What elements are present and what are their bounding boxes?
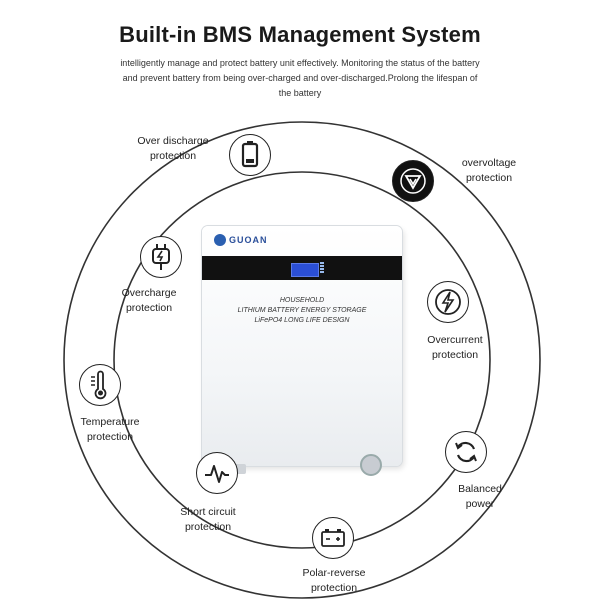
feature-label-short-circuit: Short circuit protection bbox=[180, 506, 236, 533]
feature-label-overcharge: Overcharge protection bbox=[121, 287, 177, 314]
feature-label-balanced-power: Balanced power bbox=[458, 483, 502, 510]
battery-lcd-screen bbox=[291, 263, 319, 277]
battery-wheel-right bbox=[360, 454, 382, 476]
feature-label-over-discharge: Over discharge protection bbox=[137, 135, 209, 162]
outer-ring bbox=[63, 121, 541, 599]
battery-low-icon bbox=[229, 134, 271, 176]
brand-name: GUOAN bbox=[229, 235, 268, 245]
refresh-icon bbox=[445, 431, 487, 473]
thermometer-icon bbox=[79, 364, 121, 406]
feature-label-temperature: Temperature protection bbox=[80, 416, 140, 443]
lightning-icon bbox=[427, 281, 469, 323]
page-title: Built-in BMS Management System bbox=[119, 22, 481, 47]
description-line-2: and prevent battery from being over-char… bbox=[122, 73, 478, 83]
battery-terminal-icon bbox=[312, 517, 354, 559]
voltage-triangle-icon bbox=[392, 160, 434, 202]
battery-label-line-3: LiFePO4 LONG LIFE DESIGN bbox=[254, 317, 350, 324]
plug-charge-icon bbox=[140, 236, 182, 278]
battery-label-line-1: HOUSEHOLD bbox=[279, 297, 325, 304]
feature-label-overvoltage: overvoltage protection bbox=[461, 157, 517, 184]
description-line-3: the battery bbox=[278, 88, 322, 98]
battery-label-line-2: LITHIUM BATTERY ENERGY STORAGE bbox=[237, 307, 367, 314]
battery-label-text: HOUSEHOLD LITHIUM BATTERY ENERGY STORAGE… bbox=[202, 296, 402, 326]
page-description: intelligently manage and protect battery… bbox=[80, 56, 520, 101]
feature-label-overcurrent: Overcurrent protection bbox=[427, 334, 483, 361]
battery-unit-image: GUOAN HOUSEHOLD LITHIUM BATTERY ENERGY S… bbox=[202, 226, 402, 476]
feature-label-polar-reverse: Polar-reverse protection bbox=[302, 567, 366, 594]
battery-status-leds bbox=[320, 262, 324, 274]
inner-ring bbox=[113, 171, 491, 549]
description-line-1: intelligently manage and protect battery… bbox=[120, 58, 480, 68]
pulse-icon bbox=[196, 452, 238, 494]
battery-foot-left bbox=[232, 464, 246, 474]
brand-logo-icon bbox=[214, 234, 226, 246]
